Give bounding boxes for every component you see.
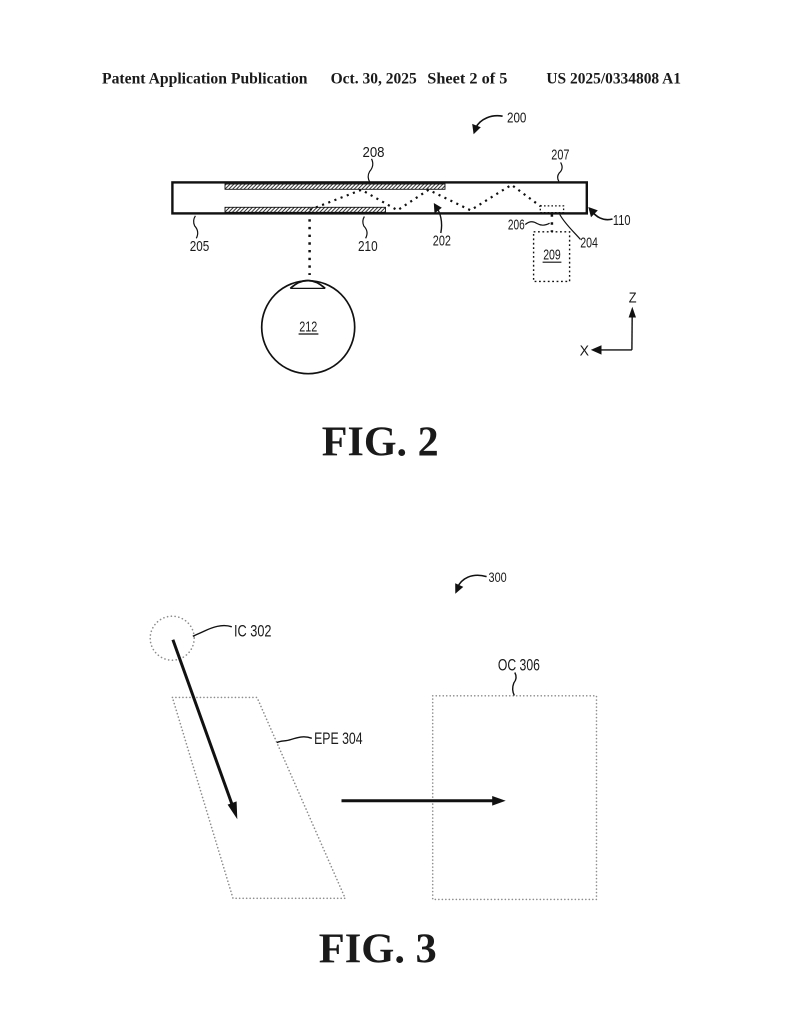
svg-text:207: 207 — [551, 146, 569, 163]
svg-text:FIG. 2: FIG. 2 — [322, 419, 439, 465]
svg-text:208: 208 — [363, 144, 385, 161]
svg-text:209: 209 — [543, 246, 561, 263]
svg-text:204: 204 — [580, 235, 598, 252]
svg-text:EPE 304: EPE 304 — [314, 729, 363, 748]
svg-text:110: 110 — [613, 212, 631, 229]
svg-text:200: 200 — [507, 109, 526, 126]
svg-text:OC 306: OC 306 — [498, 656, 540, 675]
svg-text:210: 210 — [358, 238, 378, 255]
svg-text:X: X — [580, 343, 589, 360]
svg-text:202: 202 — [433, 233, 451, 250]
svg-text:Oct. 30, 2025: Oct. 30, 2025 — [331, 70, 417, 87]
svg-text:FIG. 3: FIG. 3 — [319, 927, 437, 973]
svg-text:212: 212 — [299, 319, 317, 336]
svg-text:US 2025/0334808 A1: US 2025/0334808 A1 — [546, 70, 681, 87]
svg-text:Patent Application Publication: Patent Application Publication — [102, 70, 308, 87]
svg-text:206: 206 — [508, 216, 525, 233]
svg-text:300: 300 — [489, 570, 507, 585]
svg-text:IC 302: IC 302 — [234, 621, 272, 640]
svg-text:Z: Z — [629, 290, 637, 307]
svg-text:205: 205 — [190, 238, 210, 255]
svg-text:Sheet 2 of 5: Sheet 2 of 5 — [427, 70, 507, 87]
